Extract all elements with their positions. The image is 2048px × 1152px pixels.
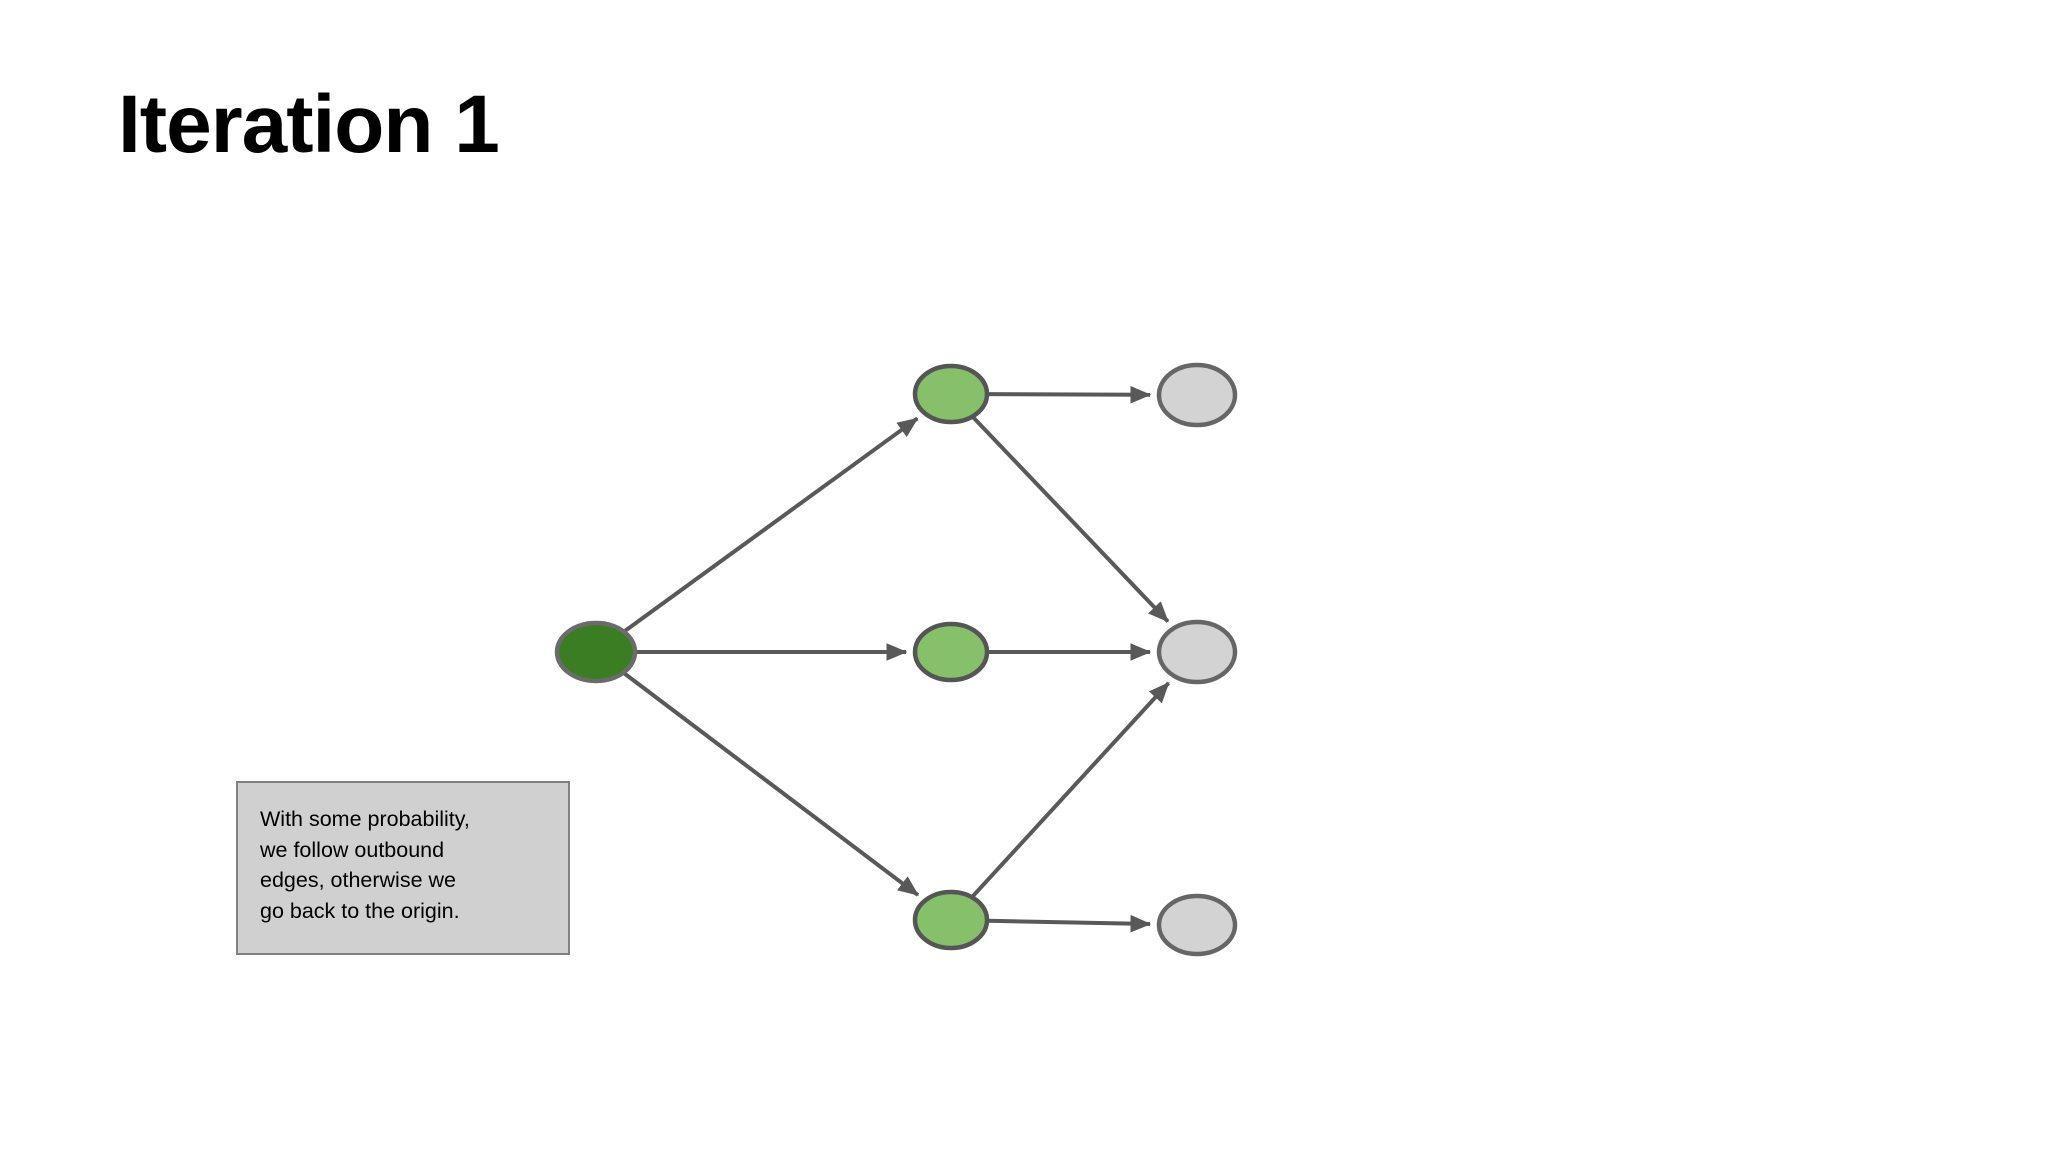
graph-edge-green-top-to-gray-middle xyxy=(971,415,1170,623)
graph-edge-green-bottom-to-gray-bottom xyxy=(987,914,1152,933)
caption-callout-box: With some probability, we follow outbound… xyxy=(236,781,570,955)
graph-node-green-bottom[interactable] xyxy=(912,889,990,951)
graph-node-gray-middle[interactable] xyxy=(1156,619,1238,685)
caption-line: we follow outbound xyxy=(260,837,445,862)
graph-edge-green-top-to-gray-top xyxy=(987,385,1152,404)
graph-node-green-middle[interactable] xyxy=(912,621,990,683)
graph-node-gray-top[interactable] xyxy=(1156,362,1238,428)
graph-node-gray-bottom[interactable] xyxy=(1156,893,1238,957)
graph-edge-origin-to-green-bottom xyxy=(622,671,920,897)
caption-line: go back to the origin. xyxy=(260,898,460,923)
page-title: Iteration 1 xyxy=(118,79,500,170)
graph-node-green-top[interactable] xyxy=(912,363,990,425)
caption-line: edges, otherwise we xyxy=(260,868,456,893)
caption-line: With some probability, xyxy=(260,807,470,831)
graph-edge-origin-to-green-top xyxy=(623,416,919,633)
caption-text: With some probability, we follow outbound… xyxy=(260,804,552,926)
edge-layer xyxy=(622,385,1171,933)
graph-node-origin[interactable] xyxy=(554,620,638,684)
node-layer xyxy=(554,362,1238,957)
graph-edge-green-bottom-to-gray-middle xyxy=(971,681,1171,898)
